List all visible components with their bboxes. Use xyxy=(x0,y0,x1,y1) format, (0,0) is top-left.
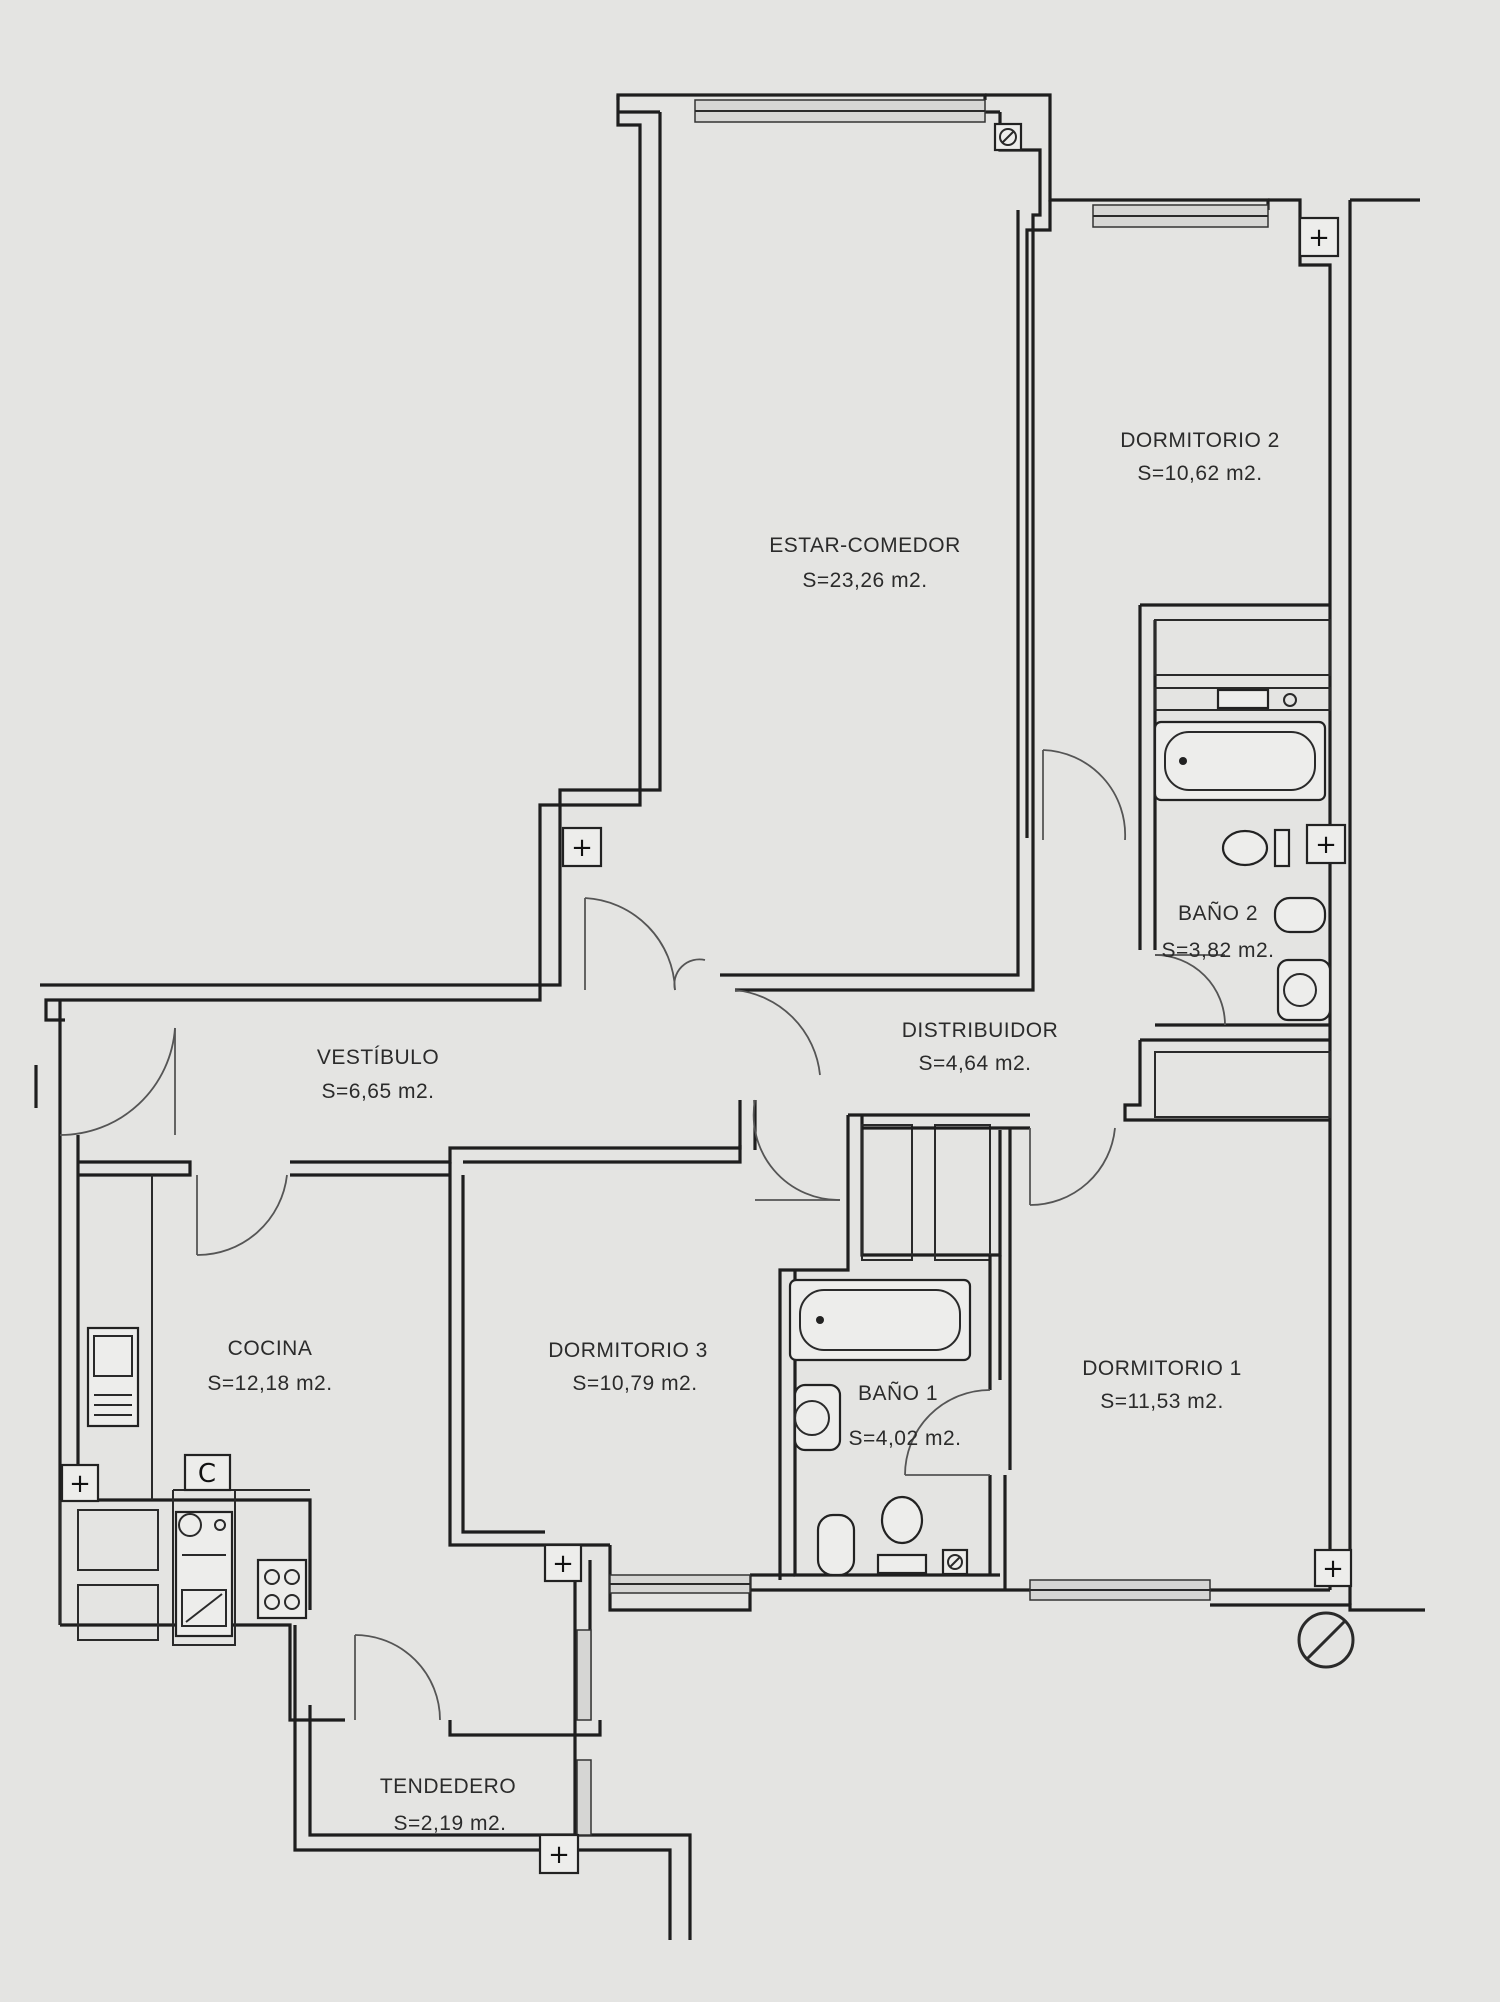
svg-text:+: + xyxy=(571,833,593,863)
room-dormitorio-1: DORMITORIO 1 S=11,53 m2. xyxy=(1082,1357,1242,1413)
svg-text:DISTRIBUIDOR: DISTRIBUIDOR xyxy=(902,1019,1059,1042)
windows xyxy=(576,99,1269,1836)
doors xyxy=(59,749,1226,1721)
svg-text:+: + xyxy=(1308,223,1330,253)
walls xyxy=(34,93,1425,1940)
room-cocina: COCINA S=12,18 m2. xyxy=(207,1337,332,1395)
duct-symbols: + + + + + + + C xyxy=(60,122,1355,1875)
svg-text:+: + xyxy=(69,1469,91,1499)
sink-bano-2 xyxy=(1276,958,1332,1022)
duct-icon: + xyxy=(1313,1548,1353,1588)
svg-text:BAÑO 1: BAÑO 1 xyxy=(858,1381,938,1405)
svg-text:S=11,53 m2.: S=11,53 m2. xyxy=(1100,1390,1224,1413)
svg-text:DORMITORIO 3: DORMITORIO 3 xyxy=(548,1339,708,1362)
room-distribuidor: DISTRIBUIDOR S=4,64 m2. xyxy=(902,1019,1059,1075)
chimney-icon xyxy=(993,122,1023,152)
svg-text:+: + xyxy=(548,1840,570,1870)
svg-text:+: + xyxy=(1315,830,1337,860)
toilet-bano-2 xyxy=(1221,829,1269,867)
duct-icon: + xyxy=(538,1833,580,1875)
svg-text:S=4,64 m2.: S=4,64 m2. xyxy=(919,1052,1032,1075)
svg-text:S=4,02 m2.: S=4,02 m2. xyxy=(849,1427,962,1450)
room-labels: ESTAR-COMEDOR S=23,26 m2. DORMITORIO 2 S… xyxy=(207,429,1279,1835)
svg-text:S=10,79 m2.: S=10,79 m2. xyxy=(572,1372,697,1395)
room-vestibulo: VESTÍBULO S=6,65 m2. xyxy=(317,1046,439,1103)
chimney-icon xyxy=(941,1548,969,1576)
svg-text:S=3,82 m2.: S=3,82 m2. xyxy=(1162,939,1275,962)
svg-text:ESTAR-COMEDOR: ESTAR-COMEDOR xyxy=(769,534,961,557)
svg-text:S=12,18 m2.: S=12,18 m2. xyxy=(207,1372,332,1395)
room-estar-comedor: ESTAR-COMEDOR S=23,26 m2. xyxy=(769,534,961,592)
room-dormitorio-3: DORMITORIO 3 S=10,79 m2. xyxy=(548,1339,708,1395)
room-dormitorio-2: DORMITORIO 2 S=10,62 m2. xyxy=(1120,429,1280,485)
svg-text:S=23,26 m2.: S=23,26 m2. xyxy=(802,569,927,592)
duct-icon: + xyxy=(1305,823,1347,865)
room-bano-1: BAÑO 1 S=4,02 m2. xyxy=(849,1381,962,1450)
washer xyxy=(174,1510,234,1638)
svg-text:DORMITORIO 2: DORMITORIO 2 xyxy=(1120,429,1280,452)
column-icon xyxy=(1297,1611,1355,1669)
svg-text:BAÑO 2: BAÑO 2 xyxy=(1178,901,1258,925)
svg-text:VESTÍBULO: VESTÍBULO xyxy=(317,1046,439,1069)
fixtures xyxy=(86,688,1332,1638)
duct-icon: + xyxy=(561,826,603,868)
svg-text:C: C xyxy=(198,1459,216,1489)
room-bano-2: BAÑO 2 S=3,82 m2. xyxy=(1162,901,1275,962)
duct-icon: + xyxy=(60,1463,100,1503)
boiler-icon: C xyxy=(183,1453,232,1492)
cooktop xyxy=(256,1558,308,1620)
duct-icon: + xyxy=(1298,216,1340,258)
svg-text:S=2,19 m2.: S=2,19 m2. xyxy=(394,1812,507,1835)
sink-bano-1 xyxy=(793,1383,842,1452)
bidet-bano-1 xyxy=(816,1513,856,1577)
bidet-bano-2 xyxy=(1273,896,1327,934)
svg-text:DORMITORIO 1: DORMITORIO 1 xyxy=(1082,1357,1242,1380)
toilet-bano-1 xyxy=(880,1495,924,1545)
svg-text:+: + xyxy=(552,1549,574,1579)
svg-text:COCINA: COCINA xyxy=(228,1337,313,1360)
bathtub-bano-2 xyxy=(1153,720,1327,802)
svg-text:TENDEDERO: TENDEDERO xyxy=(380,1775,516,1798)
duct-icon: + xyxy=(543,1543,583,1583)
svg-text:S=6,65 m2.: S=6,65 m2. xyxy=(322,1080,435,1103)
svg-text:S=10,62 m2.: S=10,62 m2. xyxy=(1137,462,1262,485)
room-tendedero: TENDEDERO S=2,19 m2. xyxy=(380,1775,516,1835)
bathtub-bano-1 xyxy=(788,1278,972,1362)
svg-text:+: + xyxy=(1322,1554,1344,1584)
